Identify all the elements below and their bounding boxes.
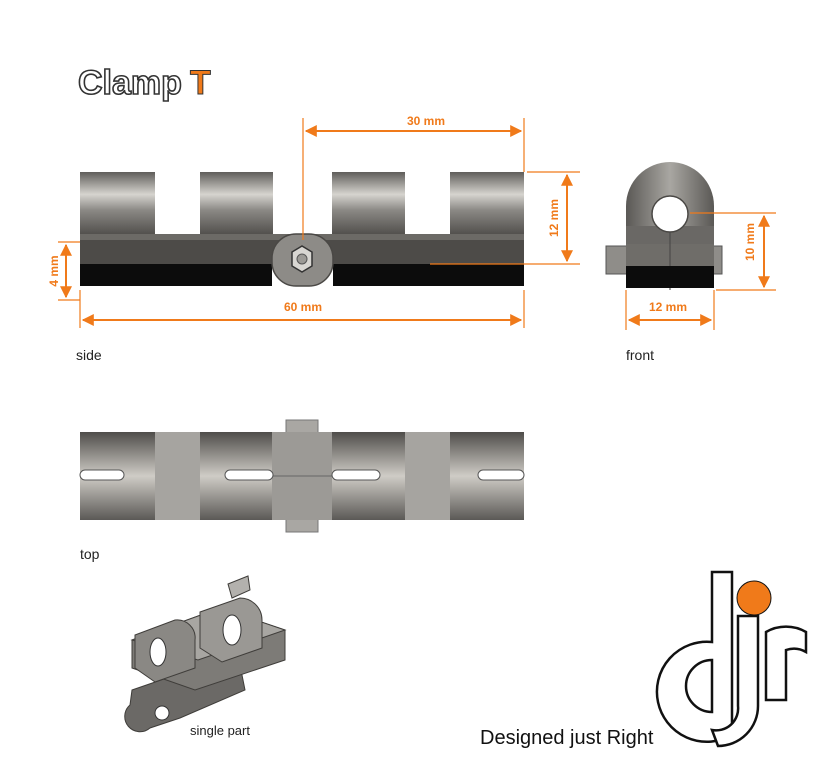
- side-view-label: side: [76, 347, 102, 363]
- front-dimensions: 10 mm 12 mm: [625, 212, 776, 330]
- logo-main-text: Clamp: [78, 64, 182, 102]
- clampt-logo: Clamp T: [77, 63, 211, 103]
- single-part-caption: single part: [190, 723, 250, 738]
- top-slot-4: [477, 469, 525, 481]
- djr-logo-j: [710, 614, 760, 748]
- dim-label-10mm: 10 mm: [743, 223, 757, 261]
- dim-label-12mm-front: 12 mm: [649, 300, 687, 314]
- djr-logo-d: [655, 570, 734, 743]
- top-slot-3: [331, 469, 381, 481]
- front-view-label: front: [626, 347, 654, 363]
- side-pad-left: [80, 264, 272, 286]
- top-view-label: top: [80, 546, 100, 562]
- front-view: [605, 162, 723, 290]
- djr-logo: [655, 570, 808, 748]
- side-tooth-2: [200, 172, 273, 236]
- dim-label-12mm-side: 12 mm: [547, 199, 561, 237]
- top-slot-2: [224, 469, 274, 481]
- front-bore-hole: [651, 195, 689, 233]
- dim-label-30mm: 30 mm: [407, 114, 445, 128]
- djr-logo-dot: [736, 580, 772, 616]
- side-tooth-1: [80, 172, 155, 236]
- brand-tagline: Designed just Right: [480, 727, 654, 749]
- side-tooth-3: [332, 172, 405, 236]
- single-part-arm-hole: [154, 705, 170, 721]
- logo-accent-text: T: [190, 64, 211, 102]
- top-slot-1: [79, 469, 125, 481]
- side-view: [80, 172, 524, 287]
- single-part-view: [124, 575, 287, 733]
- side-tooth-4: [450, 172, 524, 236]
- dim-label-4mm: 4 mm: [47, 255, 61, 286]
- front-nut-left: [605, 245, 629, 275]
- front-pad: [626, 266, 714, 288]
- top-view: [79, 419, 525, 533]
- djr-logo-r: [764, 625, 808, 702]
- dim-label-60mm: 60 mm: [284, 300, 322, 314]
- side-dimensions: 30 mm 60 mm 12 mm 4 mm: [47, 114, 580, 328]
- side-pad-right: [333, 264, 524, 286]
